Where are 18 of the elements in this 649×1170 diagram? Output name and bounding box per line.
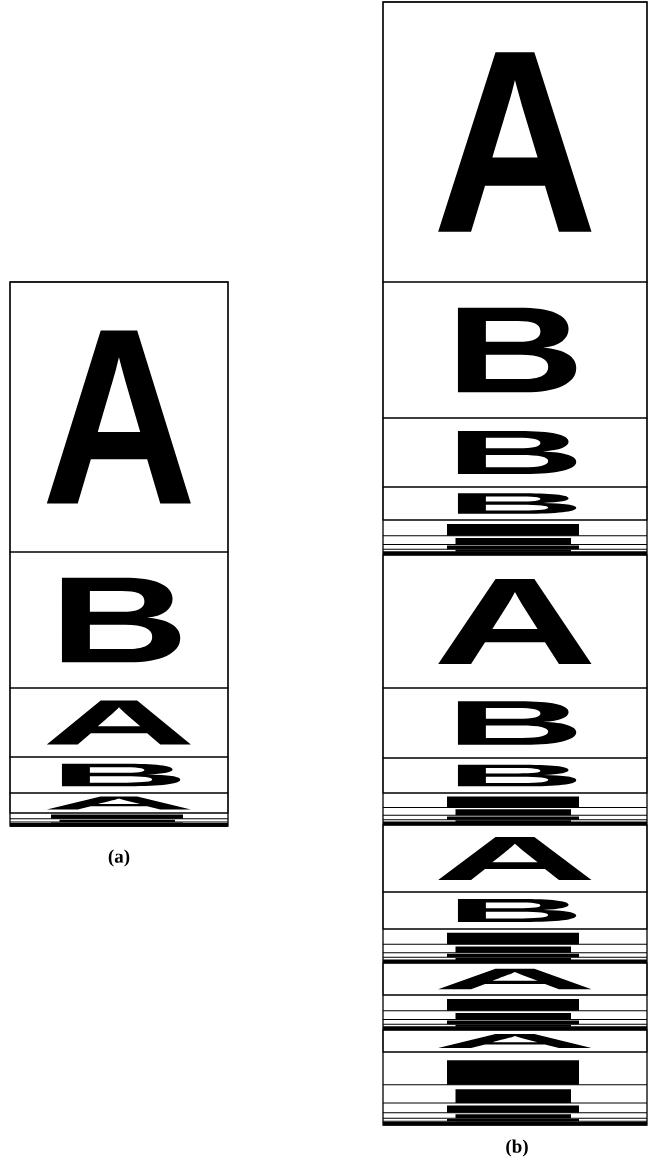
letter-cell: A: [9, 792, 229, 814]
letter-cell: A: [382, 554, 648, 689]
letter-cell: B: [382, 281, 648, 419]
letter-cell: A: [9, 687, 229, 758]
letter-cell: B: [382, 417, 648, 488]
letter-cell: B: [9, 551, 229, 689]
letter-cell: B: [382, 757, 648, 794]
letter-cell: A: [382, 1, 648, 283]
letter-cell: B: [382, 486, 648, 521]
letter-cell: B: [9, 756, 229, 794]
letter-cell: A: [9, 281, 229, 553]
panel-label: (a): [108, 849, 130, 867]
letter-cell: B: [382, 891, 648, 930]
letter-cell: B: [382, 687, 648, 759]
letter-cell: A: [382, 962, 648, 996]
panel-label: (b): [506, 1139, 528, 1157]
letter-cell: A: [382, 824, 648, 893]
letter-cell: A: [382, 1029, 648, 1053]
